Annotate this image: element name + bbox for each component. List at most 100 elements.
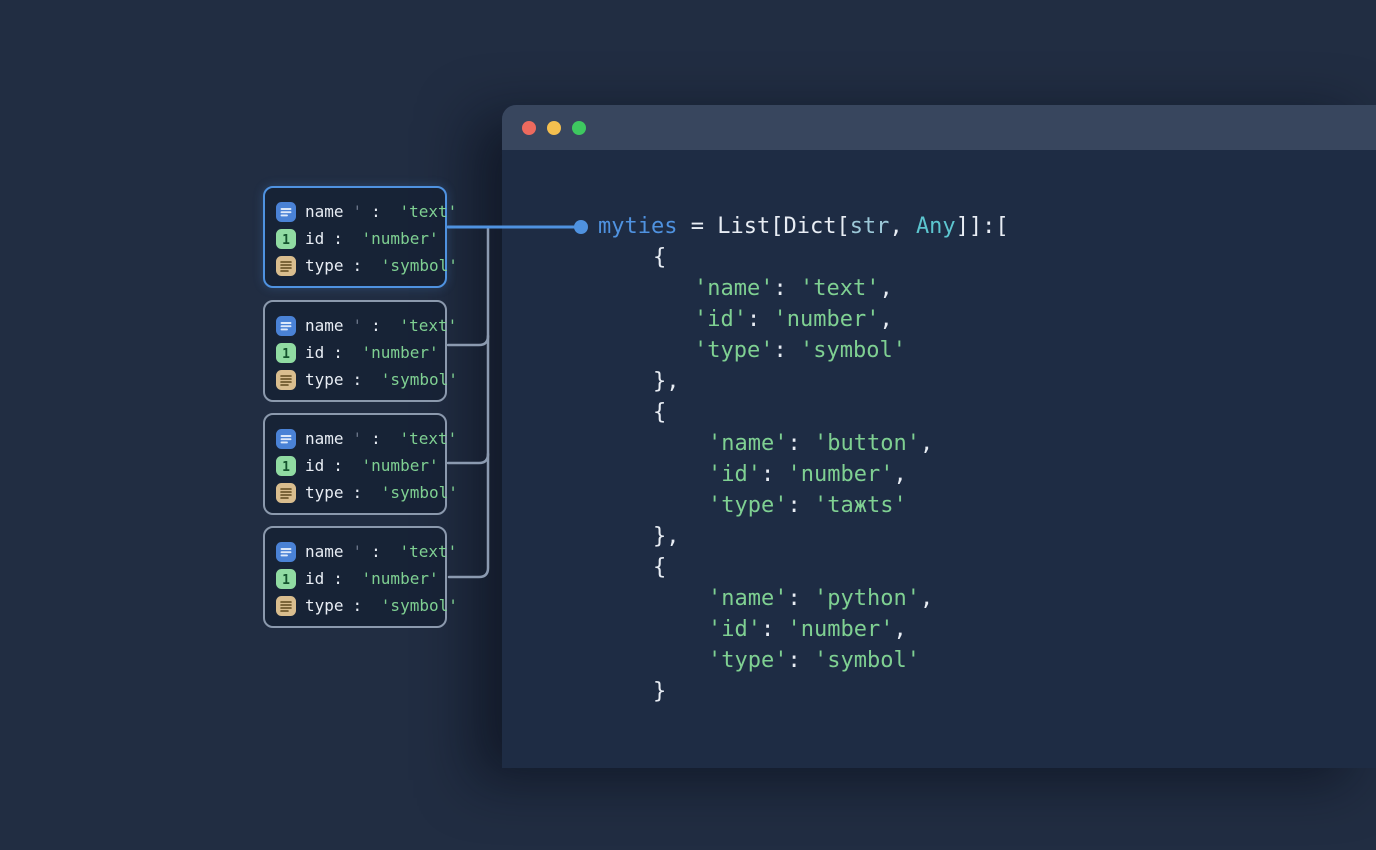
code-token: : <box>787 586 814 611</box>
field-key: id <box>305 456 325 475</box>
code-token: 'name' <box>708 586 788 611</box>
code-token: 'number' <box>773 307 880 332</box>
field-key: id <box>305 229 325 248</box>
card-field-row: type: 'symbol' <box>276 592 458 619</box>
field-colon: : <box>371 202 391 221</box>
card-field-row: name': 'text' <box>276 312 457 339</box>
code-line: { <box>598 397 1009 428</box>
card-field-row: 1 id: 'number' <box>276 339 445 366</box>
code-token: } <box>653 679 667 704</box>
code-token: 'python' <box>813 586 920 611</box>
field-value: 'text' <box>399 316 458 335</box>
field-value: 'number' <box>361 456 439 475</box>
code-token: 'symbol' <box>799 338 906 363</box>
code-token: , <box>889 214 916 239</box>
code-line: 'id': 'number', <box>598 614 1009 645</box>
minimize-button[interactable] <box>547 120 561 135</box>
code-editor-window: myties = List[Dict[str, Any]]:[{'name': … <box>502 105 1376 768</box>
field-value: 'number' <box>361 569 439 588</box>
code-token: , <box>879 276 893 301</box>
card-field-row: type: 'symbol' <box>276 366 458 393</box>
field-value: 'text' <box>399 542 458 561</box>
number-one-icon: 1 <box>276 568 296 589</box>
code-token: : <box>746 307 774 332</box>
code-line: 'type': 'taжts' <box>598 490 1009 521</box>
card-field-row: name': 'text' <box>276 198 457 225</box>
card-field-row: type: 'symbol' <box>276 252 458 279</box>
field-value: 'symbol' <box>380 370 458 389</box>
number-one-icon: 1 <box>276 455 296 476</box>
field-colon: : <box>352 483 372 502</box>
connector-trunk <box>447 227 490 579</box>
code-line: 'name': 'text', <box>598 273 1009 304</box>
list-lines-icon <box>276 595 296 616</box>
code-line: { <box>598 242 1009 273</box>
field-key: type <box>305 596 344 615</box>
code-token: , <box>919 586 934 611</box>
svg-text:1: 1 <box>282 232 290 247</box>
code-token: str <box>849 214 890 239</box>
list-lines-icon <box>276 255 296 276</box>
code-token: : <box>760 617 788 642</box>
svg-text:1: 1 <box>282 459 290 474</box>
code-line: 'id': 'number', <box>598 304 1009 335</box>
code-token: 'id' <box>708 617 761 642</box>
code-token: List[Dict[ <box>717 214 850 239</box>
code-token: = <box>677 214 718 239</box>
code-token: { <box>653 555 667 580</box>
card-field-row: name': 'text' <box>276 425 457 452</box>
field-colon: : <box>371 429 391 448</box>
code-line: }, <box>598 366 1009 397</box>
field-key: type <box>305 256 344 275</box>
code-token: , <box>919 431 934 456</box>
code-token: 'symbol' <box>813 648 920 673</box>
field-value: 'text' <box>399 202 458 221</box>
field-colon: : <box>371 542 391 561</box>
stray-quote: ' <box>352 542 363 561</box>
message-lines-icon <box>276 315 296 336</box>
stray-quote: ' <box>352 316 363 335</box>
code-token: }, <box>653 524 680 549</box>
field-colon: : <box>333 343 353 362</box>
svg-text:1: 1 <box>282 346 290 361</box>
field-colon: : <box>333 229 353 248</box>
field-key: name <box>305 429 344 448</box>
code-token: 'number' <box>787 462 894 487</box>
code-line: 'name': 'button', <box>598 428 1009 459</box>
zoom-button[interactable] <box>572 120 586 135</box>
field-colon: : <box>352 370 372 389</box>
code-token: { <box>653 400 667 425</box>
code-line: 'type': 'symbol' <box>598 645 1009 676</box>
field-key: id <box>305 569 325 588</box>
field-key: type <box>305 370 344 389</box>
field-value: 'number' <box>361 229 439 248</box>
field-colon: : <box>333 569 353 588</box>
field-key: type <box>305 483 344 502</box>
card-field-row: 1 id: 'number' <box>276 565 445 592</box>
field-value: 'symbol' <box>380 596 458 615</box>
field-colon: : <box>371 316 391 335</box>
code-token: }, <box>653 369 680 394</box>
field-value: 'number' <box>361 343 439 362</box>
field-colon: : <box>352 596 372 615</box>
close-button[interactable] <box>522 120 536 135</box>
code-token: : <box>760 462 788 487</box>
code-token: : <box>787 493 814 518</box>
list-lines-icon <box>276 482 296 503</box>
code-token: : <box>787 431 814 456</box>
schema-card-2[interactable]: name': 'text' 1 id: 'number' type: 'symbol' <box>263 300 458 402</box>
code-token: : <box>773 276 800 301</box>
code-line: 'id': 'number', <box>598 459 1009 490</box>
number-one-icon: 1 <box>276 342 296 363</box>
field-value: 'symbol' <box>380 256 458 275</box>
field-key: id <box>305 343 325 362</box>
code-token: , <box>893 617 907 642</box>
schema-card-1[interactable]: name': 'text' 1 id: 'number' type: 'symbol' <box>263 186 458 288</box>
code-area: myties = List[Dict[str, Any]]:[{'name': … <box>598 211 1009 707</box>
code-line: myties = List[Dict[str, Any]]:[ <box>598 211 1009 242</box>
code-token: Any <box>915 214 956 239</box>
window-titlebar[interactable] <box>502 105 1376 150</box>
